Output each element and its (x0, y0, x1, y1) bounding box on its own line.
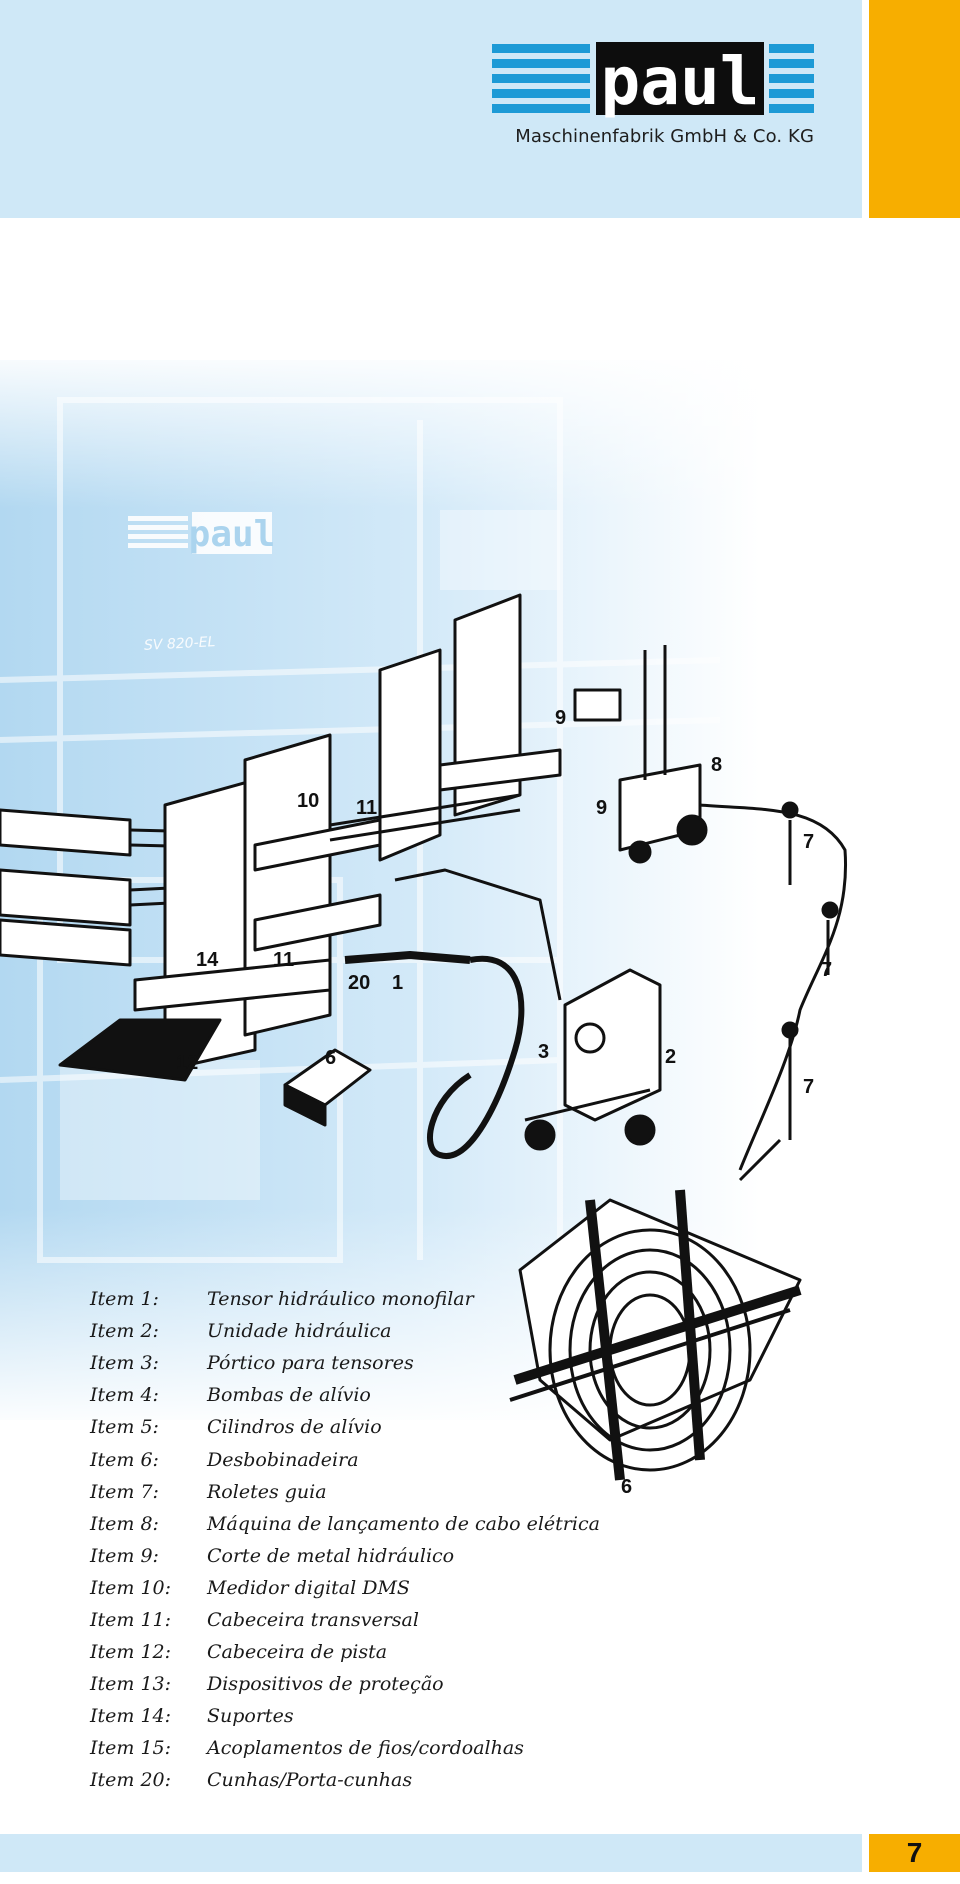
header-accent-block (869, 0, 960, 218)
legend-row: Item 14: Suportes (90, 1700, 600, 1732)
legend-item-text: Cunhas/Porta-cunhas (207, 1769, 413, 1792)
legend-row: Item 2: Unidade hidráulica (90, 1315, 600, 1347)
legend-item-text: Pórtico para tensores (207, 1352, 414, 1375)
legend-item-label: Item 14: (90, 1705, 172, 1728)
legend-item-label: Item 9: (90, 1544, 159, 1567)
machine-logo-text: paul (189, 514, 276, 555)
legend-item-text: Tensor hidráulico monofilar (207, 1288, 474, 1311)
legend-row: Item 1: Tensor hidráulico monofilar (90, 1283, 600, 1315)
legend-item-text: Máquina de lançamento de cabo elétrica (207, 1512, 600, 1535)
logo-wordmark: paul (601, 43, 760, 120)
legend-row: Item 9: Corte de metal hidráulico (90, 1540, 600, 1572)
legend-row: Item 4: Bombas de alívio (90, 1379, 600, 1411)
callout-1: 1 (392, 972, 404, 994)
legend-item-text: Cabeceira transversal (207, 1608, 419, 1631)
legend-item-label: Item 13: (90, 1673, 172, 1696)
equipment-drawing: 10 11 9 9 8 7 7 7 14 11 20 1 12 6 3 2 6 (0, 580, 860, 1520)
company-name: Maschinenfabrik GmbH & Co. KG (515, 126, 814, 147)
callout-2: 2 (665, 1046, 677, 1068)
callout-12a: 10 (297, 790, 320, 812)
legend-item-label: Item 8: (90, 1512, 159, 1535)
callout-6: 6 (621, 1476, 633, 1498)
callout-3: 3 (538, 1041, 550, 1063)
legend-item-label: Item 15: (90, 1737, 172, 1760)
legend-item-label: Item 6: (90, 1448, 159, 1471)
callout-14: 14 (196, 949, 219, 971)
legend-row: Item 5: Cilindros de alívio (90, 1411, 600, 1443)
legend-item-label: Item 10: (90, 1576, 172, 1599)
callout-9a: 9 (555, 707, 567, 729)
legend-item-label: Item 2: (90, 1320, 159, 1343)
callout-20: 20 (348, 972, 371, 994)
callout-11a: 11 (356, 797, 378, 819)
legend-item-label: Item 4: (90, 1384, 159, 1407)
legend-item-label: Item 20: (90, 1769, 172, 1792)
legend-row: Item 7: Roletes guia (90, 1476, 600, 1508)
paul-logo: paul (492, 42, 814, 150)
legend-item-text: Corte de metal hidráulico (207, 1544, 455, 1567)
machine-logo-plate: paul (128, 510, 278, 556)
legend-item-text: Acoplamentos de fios/cordoalhas (207, 1737, 524, 1760)
legend-item-text: Desbobinadeira (207, 1448, 359, 1471)
page-number: 7 (906, 1837, 923, 1868)
footer-band (0, 1834, 862, 1872)
legend-item-label: Item 12: (90, 1641, 172, 1664)
callout-7c: 7 (803, 1076, 815, 1098)
legend-item-text: Medidor digital DMS (207, 1576, 410, 1599)
legend-item-text: Bombas de alívio (207, 1384, 371, 1407)
callout-7a: 7 (803, 831, 815, 853)
legend-item-text: Roletes guia (207, 1480, 327, 1503)
legend-item-label: Item 7: (90, 1480, 159, 1503)
legend-item-text: Unidade hidráulica (207, 1320, 392, 1343)
legend-item-text: Suportes (207, 1705, 294, 1728)
legend-row: Item 12: Cabeceira de pista (90, 1636, 600, 1668)
legend-row: Item 10: Medidor digital DMS (90, 1572, 600, 1604)
legend-row: Item 15: Acoplamentos de fios/cordoalhas (90, 1732, 600, 1764)
legend-row: Item 8: Máquina de lançamento de cabo elé… (90, 1508, 600, 1540)
legend-row: Item 13: Dispositivos de proteção (90, 1668, 600, 1700)
legend-row: Item 6: Desbobinadeira (90, 1443, 600, 1475)
legend-item-text: Cilindros de alívio (207, 1416, 382, 1439)
callout-8: 8 (711, 754, 723, 776)
page-number-box: 7 (869, 1834, 960, 1872)
legend-item-label: Item 3: (90, 1352, 159, 1375)
legend-item-label: Item 5: (90, 1416, 159, 1439)
legend-row: Item 11: Cabeceira transversal (90, 1604, 600, 1636)
legend-item-label: Item 11: (90, 1608, 172, 1631)
callout-7b: 7 (821, 959, 833, 981)
legend-item-label: Item 1: (90, 1288, 159, 1311)
legend-item-text: Dispositivos de proteção (207, 1673, 444, 1696)
legend-row: Item 3: Pórtico para tensores (90, 1347, 600, 1379)
callout-11b: 11 (273, 949, 295, 971)
callout-10: 6 (325, 1047, 337, 1069)
callout-9b: 9 (596, 797, 608, 819)
legend-row: Item 20: Cunhas/Porta-cunhas (90, 1764, 600, 1796)
legend-item-text: Cabeceira de pista (207, 1641, 388, 1664)
callout-12b: 12 (176, 1052, 199, 1074)
item-legend: Item 1: Tensor hidráulico monofilar Item … (90, 1283, 600, 1797)
